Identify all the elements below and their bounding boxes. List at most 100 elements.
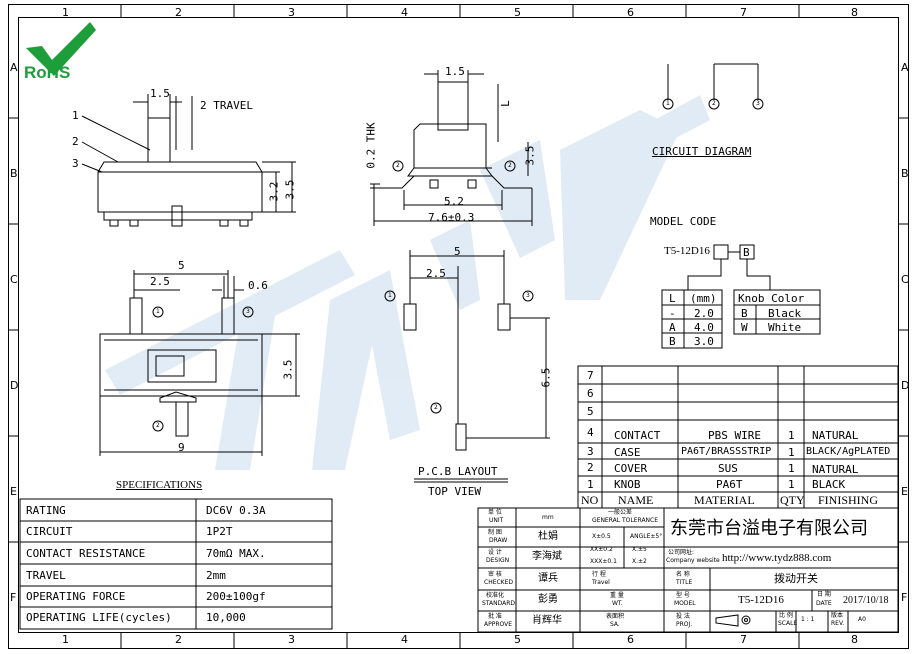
pcb-layout [384,250,550,483]
col-label-3: 3 [288,6,295,19]
col-label-2-bottom: 2 [175,633,182,646]
front-dim-thk: 0.2 THK [364,122,378,169]
model-code-value: T5-12D16 [664,245,710,257]
side-callout-3: 3 [72,157,79,170]
circuit-diagram [662,63,764,110]
model-code-tables [661,244,821,349]
tb-std-en: STANDARD [482,600,516,607]
bom-row-3-material: PA6T/BRASSSTRIP [681,446,772,457]
bom-row-6-no: 6 [587,387,594,400]
spec-row-5-label: OPERATING FORCE [26,590,126,603]
bom-row-5-no: 5 [587,405,594,418]
row-label-e: E [10,485,17,498]
front-dim-l: L [498,100,512,107]
col-label-7: 7 [740,6,747,19]
col-label-7-bottom: 7 [740,633,747,646]
tb-proj-en: PROJ. [676,621,693,628]
tb-rev-label: 版本 [831,612,844,619]
row-label-f-right: F [901,591,908,604]
pcb-callout-3: 3 [526,292,530,299]
side-dim-width: 1.5 [150,87,170,100]
l-table-header-1: L [669,292,676,305]
spec-row-6-value: 10,000 [206,611,246,624]
l-table-row-3-val: 3.0 [694,335,714,348]
specifications-table [19,498,333,630]
column-ticks [120,4,800,648]
bom-row-4-finishing: NATURAL [812,429,859,442]
tb-sa-en: SA. [610,621,620,628]
spec-row-6-label: OPERATING LIFE(cycles) [26,611,172,624]
tb-date-label: 日 期 [817,591,831,598]
tb-date-en: DATE [816,600,832,607]
tb-design-en: DESIGN [486,557,510,564]
col-label-3-bottom: 3 [288,633,295,646]
knob-table-row-1-key: B [741,307,748,320]
spec-row-4-value: 2mm [206,569,226,582]
tb-tol-row-3-a: XXX±0.1 [590,558,617,565]
row-label-a-right: A [901,61,909,74]
side-dim-h2: 3.5 [283,179,297,200]
bom-row-2-material: SUS [718,462,738,475]
bom-row-7-no: 7 [587,369,594,382]
spec-row-3-value: 70mΩ MAX. [206,547,266,560]
side-dim-h1: 3.2 [267,181,281,202]
rohs-check-icon [26,22,96,76]
top-callout-3: 3 [246,308,250,315]
tb-website-link[interactable]: http://www.tydz888.com [722,552,832,564]
side-view [81,94,296,227]
tb-name-val: 拨动开关 [774,572,818,585]
circuit-diagram-title: CIRCUIT DIAGRAM [652,145,752,158]
col-label-5-bottom: 5 [514,633,521,646]
tb-wt-label: 重 量 [610,592,624,599]
l-table-row-1-key: - [669,307,676,320]
row-label-e-right: E [901,485,908,498]
knob-table-row-2-key: W [741,321,748,334]
bom-row-2-name: COVER [614,462,648,475]
col-label-4: 4 [401,6,408,19]
side-callout-1: 1 [72,109,79,122]
bom-row-1-no: 1 [587,478,594,491]
col-label-1-bottom: 1 [62,633,69,646]
tb-tol-row-1-a: X±0.5 [592,533,611,540]
model-code-title: MODEL CODE [650,215,717,228]
pcb-callout-1: 1 [388,292,392,299]
row-label-c-right: C [901,273,909,286]
inner-frame [18,17,899,633]
tb-tol-row-1-b: ANGLE±5° [630,533,663,540]
tb-design-label: 设 计 [488,549,502,556]
title-block [477,507,899,633]
bom-header-no: NO [581,493,599,507]
l-table-row-1-val: 2.0 [694,307,714,320]
top-dim-5: 5 [178,259,185,272]
rohs-logo-text: RoHS [24,63,71,82]
spec-row-1-value: DC6V 0.3A [206,504,266,517]
tb-name-label: 名 称 [676,571,690,578]
front-callout-left: 2 [396,162,400,169]
top-dim-0-6: 0.6 [248,279,268,292]
bom-header-name: NAME [618,493,654,507]
bom-header-finishing: FINISHING [818,493,878,507]
tb-rev-val: A0 [858,616,866,623]
top-callout-2: 2 [156,422,160,429]
side-callout-2: 2 [72,135,79,148]
top-view [99,270,300,456]
spec-row-3-label: CONTACT RESISTANCE [26,547,146,560]
spec-row-1-label: RATING [26,504,66,517]
tb-website-label: 公司网址: [668,549,695,556]
spec-row-2-value: 1P2T [206,525,233,538]
tb-travel-label: 行 程 [592,571,606,578]
l-table-row-2-val: 4.0 [694,321,714,334]
pcb-callout-2: 2 [434,404,438,411]
pcb-dim-5: 5 [454,245,461,258]
spec-row-4-label: TRAVEL [26,569,66,582]
tb-unit-en: UNIT [489,517,504,524]
col-label-4-bottom: 4 [401,633,408,646]
bom-header-material: MATERIAL [694,493,755,507]
spec-row-2-label: CIRCUIT [26,525,73,538]
front-dim-inner: 5.2 [444,195,464,208]
side-travel-label: 2 TRAVEL [200,99,253,112]
spec-row-5-value: 200±100gf [206,590,266,603]
top-dim-3-5: 3.5 [281,359,295,380]
col-label-5: 5 [514,6,521,19]
